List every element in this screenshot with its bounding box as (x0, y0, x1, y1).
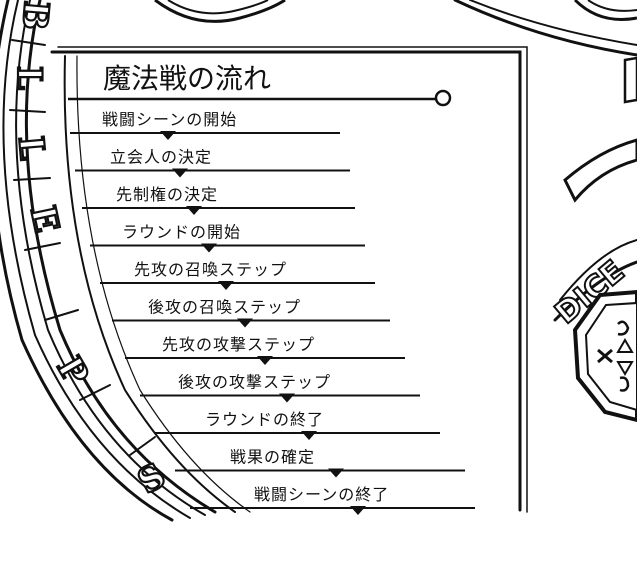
flow-step: 後攻の攻撃ステップ (140, 373, 420, 403)
ring-letter-l1: L (9, 66, 49, 90)
dice-emblem (572, 289, 637, 423)
flow-arrow-icon (172, 168, 188, 178)
flow-arrow-icon (350, 506, 366, 515)
flow-arrow-icon (218, 281, 234, 290)
flow-step-label: 先攻の召喚ステップ (134, 260, 287, 279)
flow-arrow-icon (160, 131, 176, 140)
flow-step: 戦果の確定 (175, 448, 465, 478)
flow-step-label: 戦闘シーンの開始 (102, 110, 237, 129)
flow-arrow-icon (201, 243, 217, 253)
flow-panel-frame (50, 46, 528, 513)
flow-step-label: 戦果の確定 (230, 448, 315, 467)
flow-step-label: 先攻の攻撃ステップ (162, 335, 315, 354)
flow-arrow-icon (301, 431, 317, 440)
flow-step-label: 立会人の決定 (110, 148, 212, 167)
flow-arrow-icon (328, 468, 344, 478)
flow-step-label: 先制権の決定 (116, 185, 218, 204)
flow-step: 戦闘シーンの終了 (190, 485, 475, 515)
flow-step-label: 戦闘シーンの終了 (254, 485, 389, 504)
spell-ring (0, 0, 217, 522)
flow-step: 先制権の決定 (82, 185, 355, 215)
flow-step: ラウンドの終了 (155, 410, 440, 440)
flow-step: ラウンドの開始 (90, 223, 365, 253)
flow-step: 先攻の召喚ステップ (100, 260, 375, 290)
flow-arrow-icon (279, 393, 295, 403)
flow-arrow-icon (257, 356, 273, 365)
flow-step-label: ラウンドの開始 (122, 223, 241, 242)
title-endpoint-circle (434, 89, 452, 107)
flow-step: 立会人の決定 (75, 148, 350, 178)
flow-step-label: 後攻の召喚ステップ (148, 298, 301, 317)
top-ornaments (154, 0, 637, 23)
ring-letter-l2: L (10, 134, 52, 161)
flow-step-label: 後攻の攻撃ステップ (178, 373, 331, 392)
flow-step: 先攻の攻撃ステップ (125, 335, 405, 365)
flow-arrow-icon (186, 206, 202, 215)
flow-step-label: ラウンドの終了 (205, 410, 324, 429)
flow-arrow-icon (237, 318, 253, 328)
ring-letter-b: B (14, 0, 56, 31)
flow-steps: 戦闘シーンの開始立会人の決定先制権の決定ラウンドの開始先攻の召喚ステップ後攻の召… (70, 110, 475, 515)
flow-step: 後攻の召喚ステップ (112, 298, 390, 328)
right-ornaments (453, 0, 637, 322)
page-title: 魔法戦の流れ (103, 62, 271, 95)
flow-step: 戦闘シーンの開始 (70, 110, 340, 140)
ring-letter-e: E (22, 202, 67, 236)
